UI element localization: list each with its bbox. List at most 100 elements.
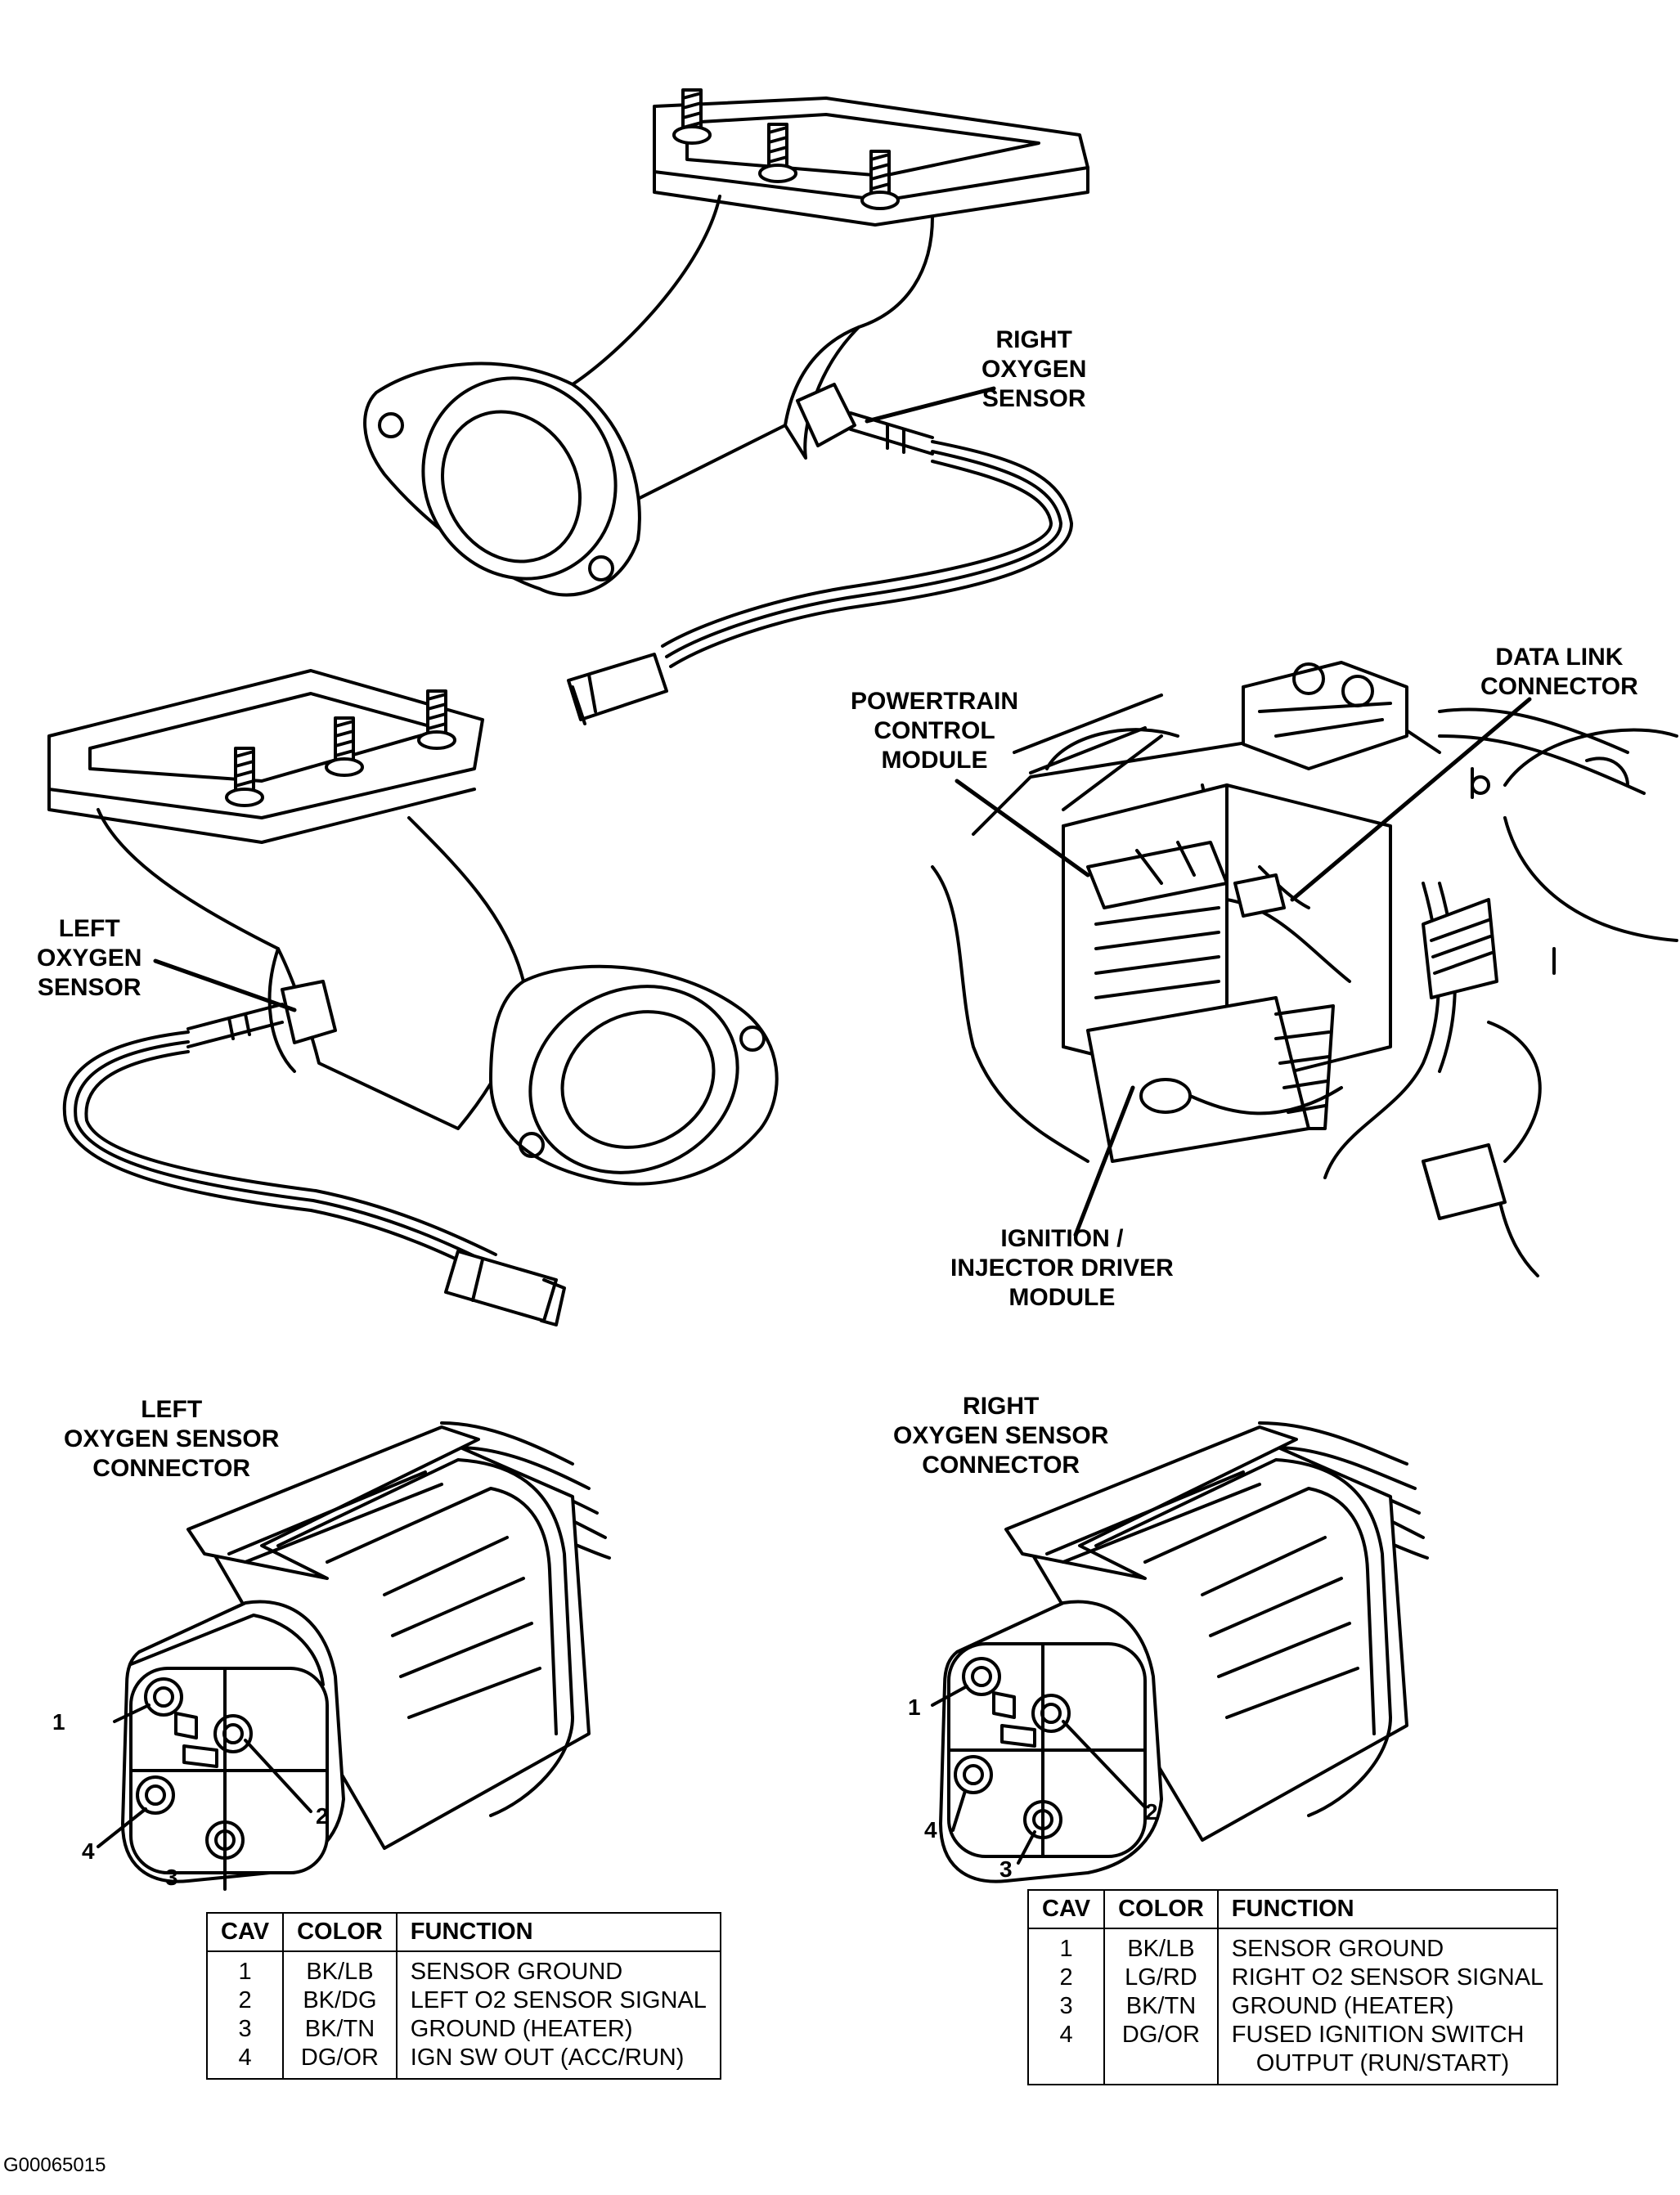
leader-lines (153, 386, 1532, 1237)
engine-bay-illustration (931, 661, 1678, 1277)
label-line: IGNITION / (1000, 1225, 1124, 1252)
relay-box (1422, 1143, 1507, 1220)
left-cavity-4-callout: 4 (82, 1838, 95, 1864)
right-exhaust-manifold (363, 88, 1089, 725)
cell-function: OUTPUT (RUN/START) (1216, 2049, 1559, 2085)
left-pinout-table: CAV COLOR FUNCTION 1 BK/LB SENSOR GROUND… (205, 1912, 721, 2080)
label-line: CONNECTOR (1480, 673, 1638, 700)
cell-cav: 1 (205, 1951, 285, 1986)
cell-cav: 2 (1026, 1964, 1106, 1992)
cell-function: FUSED IGNITION SWITCH (1216, 2021, 1559, 2049)
table-row: 3 BK/TN GROUND (HEATER) (205, 2015, 721, 2044)
header-function: FUNCTION (1216, 1889, 1559, 1929)
label-line: INJECTOR DRIVER (950, 1255, 1174, 1282)
cell-function: IGN SW OUT (ACC/RUN) (395, 2044, 721, 2080)
label-line: OXYGEN (37, 945, 142, 972)
label-line: MODULE (881, 747, 988, 774)
right-connector-title: RIGHT OXYGEN SENSOR CONNECTOR (893, 1392, 1108, 1480)
left-connector-drawing (97, 1421, 611, 1891)
table-row: 1 BK/LB SENSOR GROUND (1026, 1928, 1559, 1964)
table-row: 2 LG/RD RIGHT O2 SENSOR SIGNAL (1026, 1964, 1559, 1992)
cell-cav: 3 (1026, 1992, 1106, 2021)
injector-driver-module-part (1086, 996, 1343, 1163)
figure-id: G00065015 (3, 2154, 106, 2176)
air-cleaner (1471, 728, 1678, 975)
header-color: COLOR (282, 1912, 398, 1952)
left-sensor-harness (62, 1030, 497, 1277)
cell-function: GROUND (HEATER) (1216, 1992, 1559, 2021)
right-cavity-3-callout: 3 (999, 1856, 1013, 1882)
cell-cav: 3 (205, 2015, 285, 2044)
cell-color (1103, 2049, 1219, 2085)
label-line: OXYGEN SENSOR (893, 1422, 1109, 1449)
table-row: 3 BK/TN GROUND (HEATER) (1026, 1992, 1559, 2021)
powertrain-control-module-label: POWERTRAIN CONTROL MODULE (851, 687, 1018, 775)
label-line: OXYGEN SENSOR (64, 1425, 280, 1452)
table-header-row: CAV COLOR FUNCTION (1026, 1889, 1559, 1929)
right-manifold-flange (363, 361, 641, 597)
left-cavity-2-callout: 2 (316, 1803, 329, 1829)
table-row: 1 BK/LB SENSOR GROUND (205, 1951, 721, 1986)
left-cavity-1-callout: 1 (52, 1709, 65, 1735)
ignition-injector-driver-module-label: IGNITION / INJECTOR DRIVER MODULE (950, 1224, 1174, 1313)
right-cavity-2-callout: 2 (1145, 1799, 1158, 1825)
header-cav: CAV (205, 1912, 285, 1952)
right-connector-drawing (931, 1421, 1429, 1883)
label-line: CONNECTOR (92, 1455, 251, 1482)
label-line: LEFT (141, 1396, 203, 1423)
right-harness-connector (567, 653, 668, 725)
cell-color: BK/LB (1103, 1928, 1219, 1964)
cell-cav (1026, 2049, 1106, 2085)
left-connector-title: LEFT OXYGEN SENSOR CONNECTOR (64, 1395, 279, 1484)
header-cav: CAV (1026, 1889, 1106, 1929)
cell-cav: 4 (1026, 2021, 1106, 2049)
cell-function: SENSOR GROUND (1216, 1928, 1559, 1964)
cell-function: LEFT O2 SENSOR SIGNAL (395, 1986, 721, 2015)
right-manifold-studs (672, 88, 900, 210)
cell-color: BK/TN (1103, 1992, 1219, 2021)
label-line: RIGHT (995, 326, 1072, 353)
label-line: DATA LINK (1495, 644, 1624, 671)
cell-color: LG/RD (1103, 1964, 1219, 1992)
label-line: SENSOR (37, 974, 141, 1001)
table-row: OUTPUT (RUN/START) (1026, 2049, 1559, 2085)
table-row: 4 DG/OR IGN SW OUT (ACC/RUN) (205, 2044, 721, 2080)
label-line: MODULE (1008, 1284, 1116, 1311)
left-oxygen-sensor-part (186, 980, 337, 1048)
data-link-connector-part (1233, 873, 1286, 918)
throttle-body (1201, 661, 1408, 869)
right-cavity-1-callout: 1 (908, 1695, 921, 1720)
right-oxygen-sensor-part (796, 383, 934, 456)
vent-grille (1422, 898, 1498, 999)
pcm-box (1062, 783, 1392, 1089)
cell-color: BK/TN (282, 2015, 398, 2044)
label-line: CONTROL (874, 717, 995, 744)
cell-cav: 1 (1026, 1928, 1106, 1964)
cell-cav: 4 (205, 2044, 285, 2080)
left-manifold-flange (489, 964, 779, 1186)
label-line: LEFT (58, 915, 120, 942)
cell-function: RIGHT O2 SENSOR SIGNAL (1216, 1964, 1559, 1992)
right-oxygen-sensor-label: RIGHT OXYGEN SENSOR (981, 325, 1086, 414)
right-sensor-harness (661, 440, 1073, 668)
label-line: CONNECTOR (922, 1452, 1080, 1479)
left-harness-connector (444, 1250, 566, 1326)
cell-color: DG/OR (1103, 2021, 1219, 2049)
label-line: RIGHT (963, 1393, 1040, 1420)
label-line: POWERTRAIN (851, 688, 1018, 715)
table-row: 4 DG/OR FUSED IGNITION SWITCH (1026, 2021, 1559, 2049)
right-pinout-table: CAV COLOR FUNCTION 1 BK/LB SENSOR GROUND… (1026, 1889, 1559, 2085)
header-function: FUNCTION (395, 1912, 721, 1952)
left-cavity-3-callout: 3 (165, 1865, 178, 1890)
left-manifold-studs (225, 689, 456, 807)
left-oxygen-sensor-label: LEFT OXYGEN SENSOR (37, 914, 141, 1003)
right-cavity-4-callout: 4 (924, 1817, 937, 1843)
cell-cav: 2 (205, 1986, 285, 2015)
table-row: 2 BK/DG LEFT O2 SENSOR SIGNAL (205, 1986, 721, 2015)
label-line: SENSOR (981, 385, 1086, 412)
table-header-row: CAV COLOR FUNCTION (205, 1912, 721, 1952)
cell-color: BK/LB (282, 1951, 398, 1986)
header-color: COLOR (1103, 1889, 1219, 1929)
left-exhaust-manifold (47, 669, 779, 1326)
